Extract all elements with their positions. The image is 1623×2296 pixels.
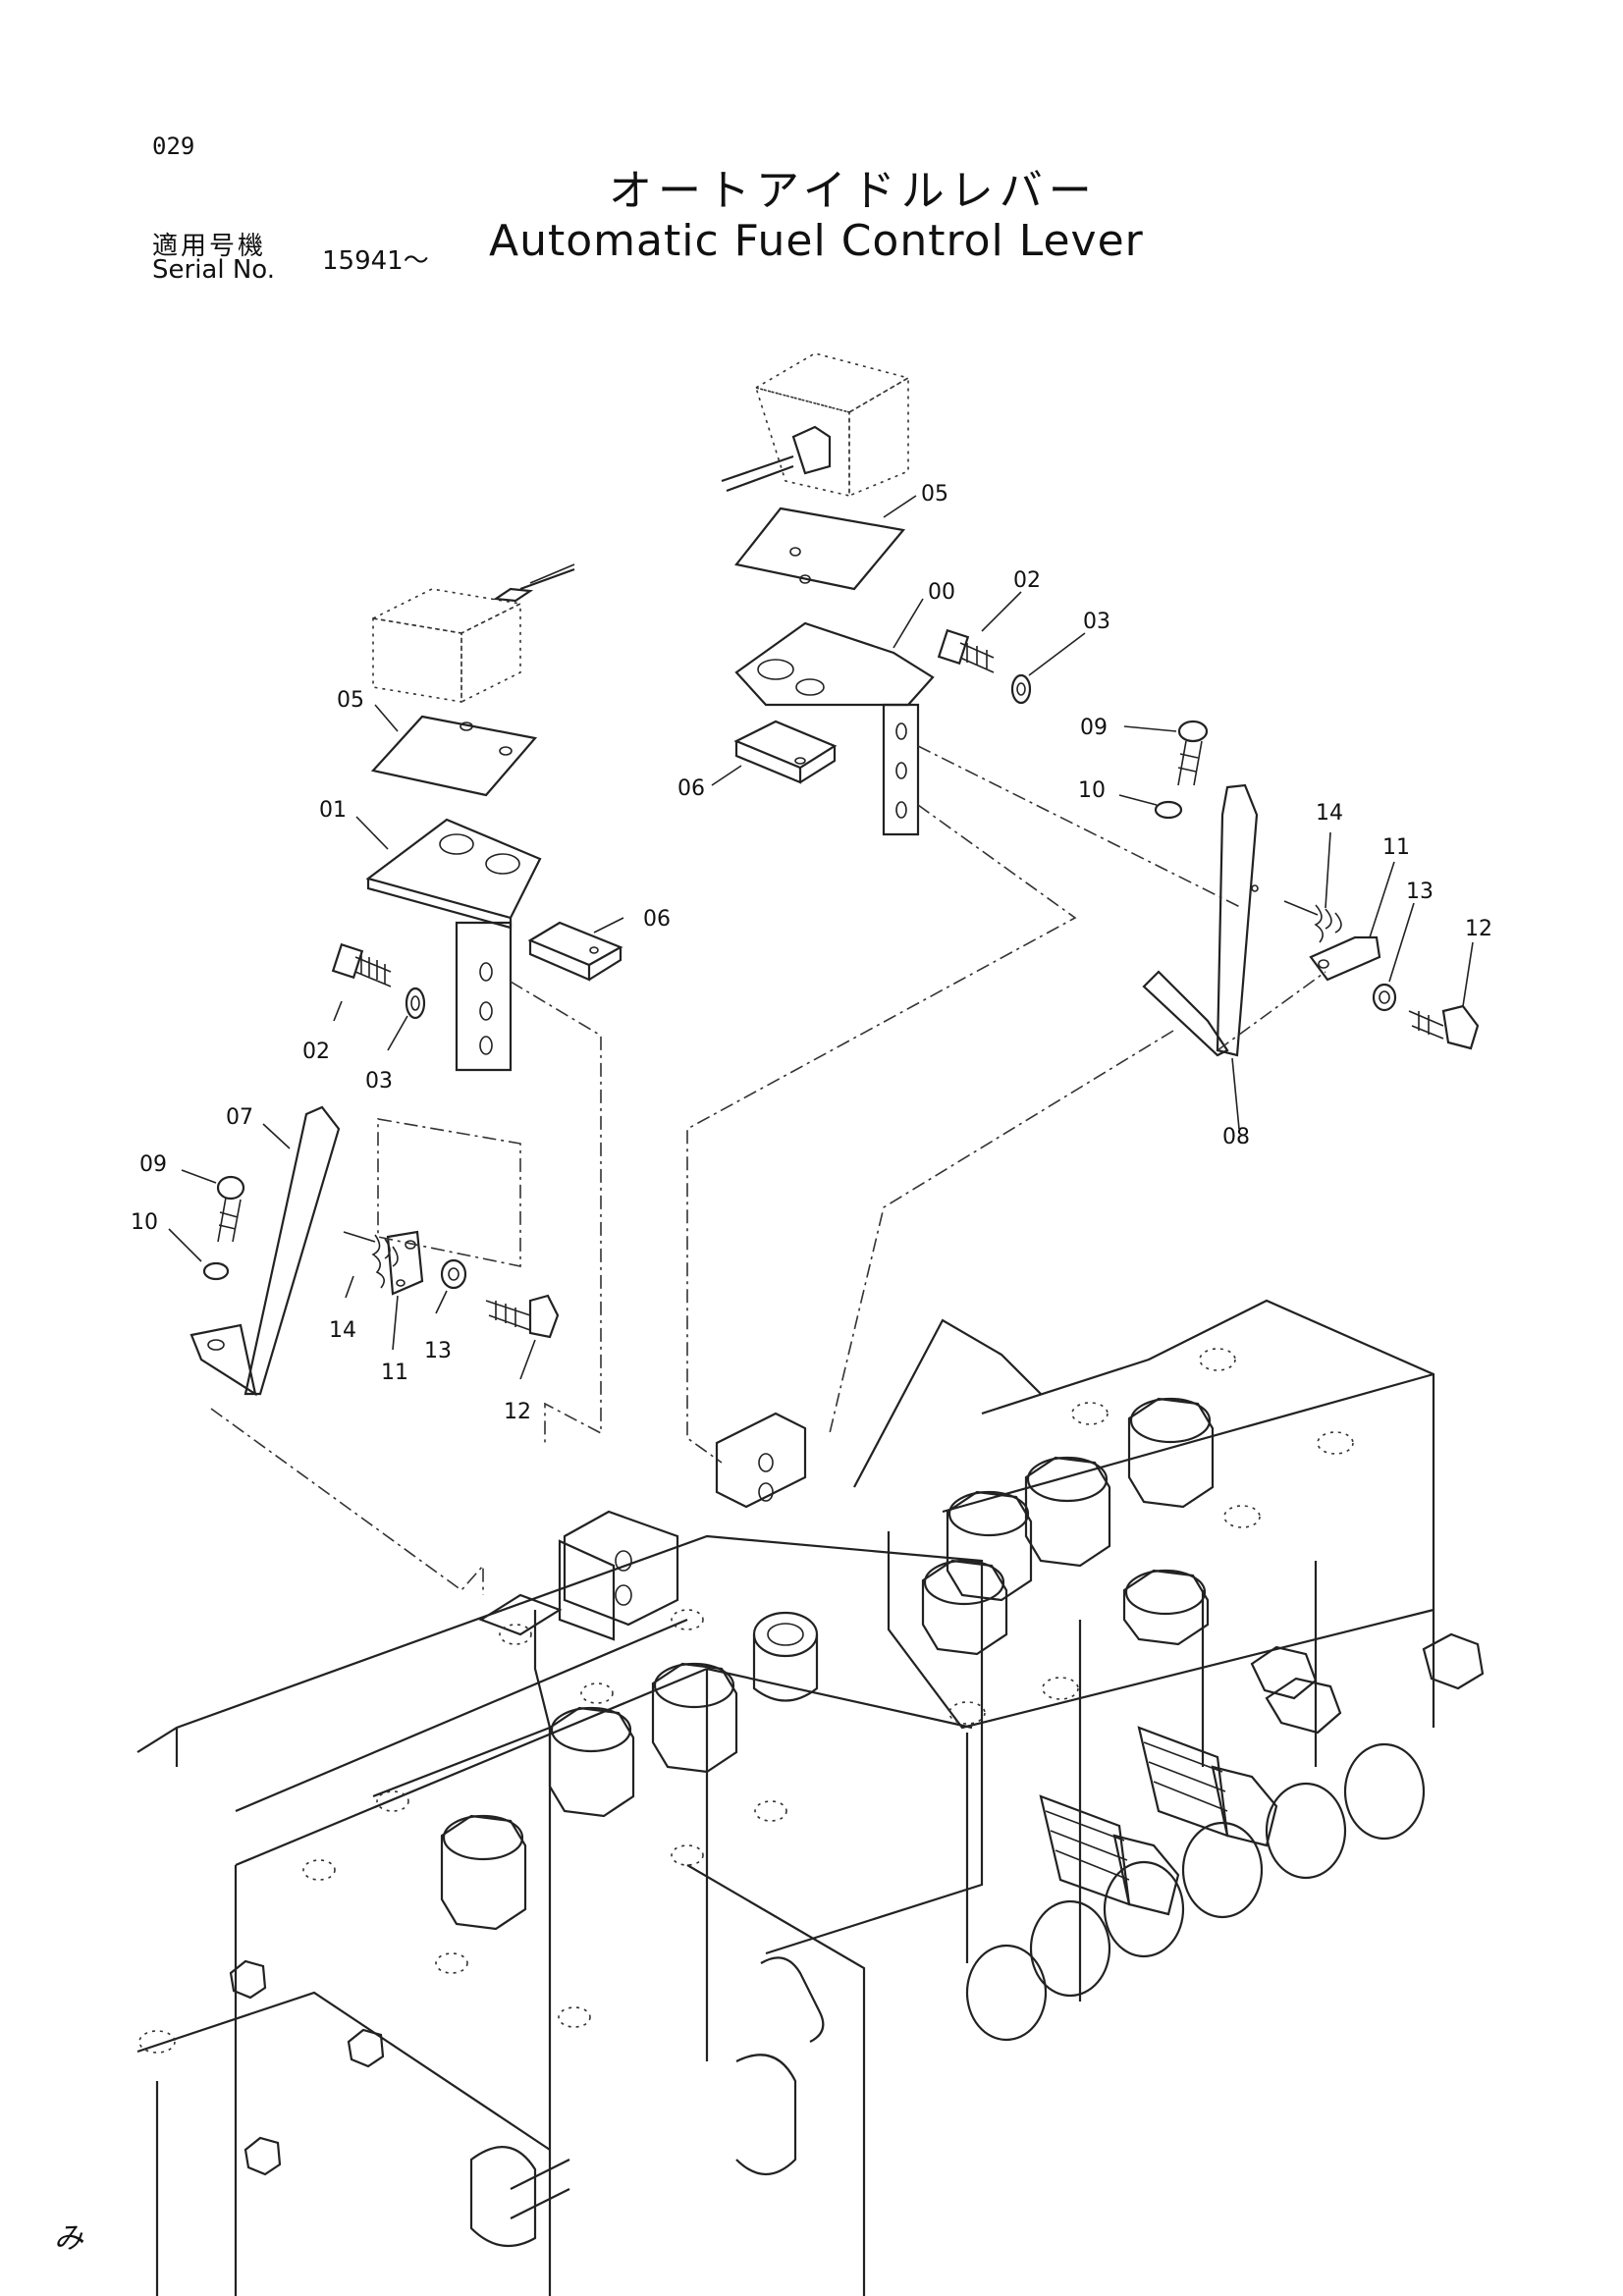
callout-right-05: 05 <box>921 482 948 507</box>
callout-left-13: 13 <box>424 1339 452 1363</box>
title-japanese: オートアイドルレバー <box>609 166 1098 216</box>
left-spring-14-bracket-11 <box>343 1230 424 1296</box>
callout-right-08: 08 <box>1222 1125 1250 1149</box>
callout-left-12: 12 <box>504 1400 531 1424</box>
callout-right-10: 10 <box>1078 778 1106 803</box>
left-bracket-01 <box>365 818 542 1072</box>
left-plate-05 <box>370 715 538 797</box>
callout-right-12: 12 <box>1465 917 1492 941</box>
left-bolt-09 <box>216 1175 245 1243</box>
right-spring-14-bracket-11 <box>1283 900 1381 982</box>
handwritten-mark: み <box>54 2221 83 2256</box>
callout-left-05: 05 <box>337 688 364 713</box>
callout-right-13: 13 <box>1406 880 1434 904</box>
right-bolt-12 <box>1408 1004 1480 1050</box>
left-bolt-12 <box>485 1294 560 1339</box>
right-sensor-box <box>721 352 911 498</box>
link-dash-lines <box>210 745 1326 1595</box>
left-lever-07 <box>189 1105 341 1397</box>
callout-right-06: 06 <box>677 776 705 801</box>
right-plate-06 <box>733 720 838 784</box>
right-bolt-02 <box>937 628 995 673</box>
callout-right-09: 09 <box>1080 716 1108 740</box>
left-bolt-02 <box>331 942 392 988</box>
serial-number-value: 15941～ <box>322 246 429 276</box>
callout-left-14: 14 <box>329 1318 356 1343</box>
right-control-valve-bank <box>853 1299 1485 2042</box>
page-number: 029 <box>152 133 195 160</box>
left-plate-06 <box>527 921 623 982</box>
callout-left-03: 03 <box>365 1069 393 1094</box>
left-washer-03 <box>405 987 426 1020</box>
callout-left-09: 09 <box>139 1152 167 1177</box>
left-washer-13 <box>440 1258 467 1290</box>
callout-left-02: 02 <box>302 1040 330 1064</box>
callout-left-07: 07 <box>226 1105 253 1130</box>
callout-left-01: 01 <box>319 798 347 823</box>
left-sensor-box <box>370 563 575 704</box>
callout-left-06: 06 <box>643 907 671 932</box>
title-english: Automatic Fuel Control Lever <box>489 216 1144 266</box>
callout-right-14: 14 <box>1316 801 1343 826</box>
right-washer-10 <box>1154 800 1183 820</box>
callout-left-10: 10 <box>131 1210 158 1235</box>
callout-right-02: 02 <box>1013 568 1041 593</box>
center-link-blocks <box>478 1412 807 1641</box>
serial-label-japanese: 適用号機 <box>152 232 267 261</box>
left-washer-10 <box>202 1261 230 1281</box>
right-washer-03 <box>1010 673 1032 705</box>
callout-right-03: 03 <box>1083 610 1110 634</box>
serial-label-english: Serial No. <box>152 255 275 285</box>
left-control-valve-bank <box>136 1534 984 2296</box>
right-washer-13 <box>1372 983 1397 1012</box>
callout-right-00: 00 <box>928 580 955 605</box>
right-bracket-00 <box>734 621 935 836</box>
callout-right-11: 11 <box>1382 835 1410 860</box>
right-plate-05 <box>734 507 906 591</box>
right-lever-08 <box>1142 783 1259 1057</box>
right-callouts: 05 00 02 03 06 09 10 14 11 13 12 08 <box>677 482 1492 1149</box>
left-callouts: 05 01 02 03 06 07 09 10 14 11 13 12 <box>131 688 671 1424</box>
callout-left-11: 11 <box>381 1361 408 1385</box>
right-bolt-09 <box>1177 720 1209 786</box>
